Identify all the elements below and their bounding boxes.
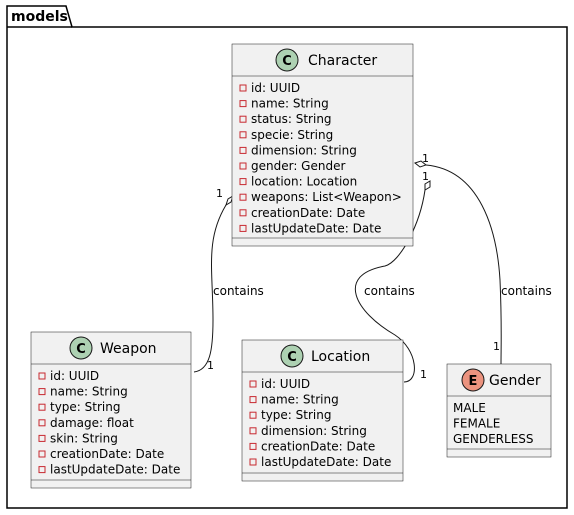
multiplicity-character-location-to: 1 bbox=[420, 368, 427, 381]
private-visibility-icon bbox=[239, 193, 247, 201]
attribute: status: String bbox=[251, 112, 332, 126]
attribute: id: UUID bbox=[251, 81, 300, 95]
attribute: type: String bbox=[261, 408, 331, 422]
class-spot-letter: C bbox=[287, 350, 297, 365]
attribute: lastUpdateDate: Date bbox=[261, 455, 391, 469]
attribute: dimension: String bbox=[261, 424, 367, 438]
enum-value: GENDERLESS bbox=[453, 432, 534, 446]
class-spot-letter: C bbox=[76, 342, 86, 357]
private-visibility-icon bbox=[239, 115, 247, 123]
multiplicity-character-location-from: 1 bbox=[422, 170, 429, 183]
private-visibility-icon bbox=[38, 450, 46, 458]
class-name: Character bbox=[308, 53, 377, 69]
attribute: name: String bbox=[251, 97, 329, 111]
private-visibility-icon bbox=[239, 84, 247, 92]
multiplicity-character-weapon-to: 1 bbox=[207, 359, 214, 372]
relation-label-character-weapon: contains bbox=[213, 284, 264, 298]
attribute: skin: String bbox=[50, 431, 118, 445]
enum-name: Gender bbox=[489, 373, 541, 389]
private-visibility-icon bbox=[239, 146, 247, 154]
relations: 1 1 contains 1 1 contains 1 1 contains bbox=[193, 152, 552, 383]
class-spot-letter: C bbox=[282, 54, 292, 69]
attribute: lastUpdateDate: Date bbox=[251, 221, 381, 235]
private-visibility-icon bbox=[38, 466, 46, 474]
attribute: specie: String bbox=[251, 128, 333, 142]
package-frame bbox=[6, 5, 568, 509]
multiplicity-character-weapon-from: 1 bbox=[216, 187, 223, 200]
attribute: lastUpdateDate: Date bbox=[50, 463, 180, 477]
attribute: id: UUID bbox=[50, 369, 99, 383]
relation-label-character-gender: contains bbox=[501, 284, 552, 298]
class-box bbox=[241, 339, 404, 482]
enum-value: FEMALE bbox=[453, 417, 500, 431]
attribute: id: UUID bbox=[261, 377, 310, 391]
multiplicity-character-gender-from: 1 bbox=[422, 152, 429, 165]
private-visibility-icon bbox=[239, 131, 247, 139]
attribute: name: String bbox=[50, 385, 128, 399]
private-visibility-icon bbox=[249, 458, 257, 466]
multiplicity-character-gender-to: 1 bbox=[493, 340, 500, 353]
attribute: name: String bbox=[261, 393, 339, 407]
private-visibility-icon bbox=[249, 442, 257, 450]
class-spot-icon bbox=[280, 344, 304, 368]
private-visibility-icon bbox=[249, 380, 257, 388]
attribute: creationDate: Date bbox=[251, 206, 365, 220]
class-spot-icon bbox=[275, 48, 299, 72]
private-visibility-icon bbox=[239, 178, 247, 186]
class-spot-icon bbox=[69, 336, 93, 360]
private-visibility-icon bbox=[38, 419, 46, 427]
aggregation-diamond-location bbox=[424, 180, 431, 191]
attribute: creationDate: Date bbox=[261, 439, 375, 453]
class-box bbox=[231, 43, 414, 247]
attribute: gender: Gender bbox=[251, 159, 345, 173]
attribute: damage: float bbox=[50, 416, 134, 430]
aggregation-diamond-gender bbox=[413, 160, 428, 168]
class-character: C Character id: UUID name: Stringstatus: … bbox=[231, 43, 414, 247]
enum-value: MALE bbox=[453, 401, 486, 415]
relation-character-weapon bbox=[193, 204, 227, 373]
relation-character-gender bbox=[425, 164, 502, 367]
private-visibility-icon bbox=[249, 427, 257, 435]
private-visibility-icon bbox=[239, 162, 247, 170]
class-name: Weapon bbox=[100, 341, 157, 357]
private-visibility-icon bbox=[38, 388, 46, 396]
attribute: dimension: String bbox=[251, 143, 357, 157]
class-box bbox=[30, 331, 192, 489]
private-visibility-icon bbox=[249, 411, 257, 419]
relation-label-character-location: contains bbox=[364, 284, 415, 298]
private-visibility-icon bbox=[249, 396, 257, 404]
private-visibility-icon bbox=[239, 224, 247, 232]
private-visibility-icon bbox=[38, 434, 46, 442]
attribute: type: String bbox=[50, 400, 120, 414]
class-name: Location bbox=[311, 349, 370, 365]
package-name: models bbox=[11, 9, 68, 25]
attribute: weapons: List<Weapon> bbox=[251, 190, 402, 204]
private-visibility-icon bbox=[239, 100, 247, 108]
private-visibility-icon bbox=[239, 209, 247, 217]
private-visibility-icon bbox=[38, 403, 46, 411]
enum-spot-letter: E bbox=[469, 374, 478, 389]
private-visibility-icon bbox=[38, 372, 46, 380]
attribute: location: Location bbox=[251, 175, 357, 189]
package-models: models bbox=[6, 5, 568, 509]
aggregation-diamond-weapon bbox=[225, 194, 234, 207]
attribute: creationDate: Date bbox=[50, 447, 164, 461]
enum-spot-icon bbox=[461, 368, 485, 392]
